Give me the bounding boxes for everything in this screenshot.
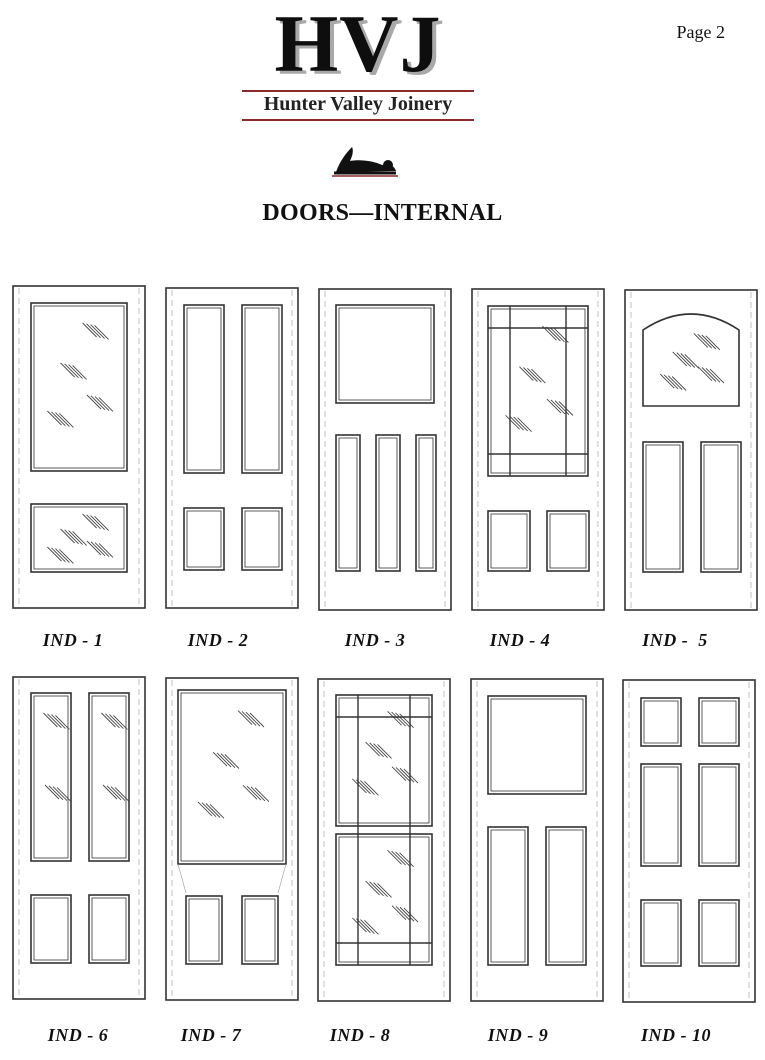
door-frame (165, 287, 299, 609)
door-panel (487, 510, 531, 572)
door-10 (622, 679, 756, 1003)
door-panel (487, 826, 529, 966)
door-panel (546, 510, 590, 572)
door-panel (335, 304, 435, 404)
door-panel (698, 899, 740, 967)
door-panel (642, 441, 684, 573)
door-panel (30, 894, 72, 964)
door-panel (183, 507, 225, 571)
block-plane-icon (332, 147, 398, 177)
door-7 (165, 677, 299, 1001)
glass-panel (30, 692, 72, 862)
door-frame (622, 679, 756, 1003)
glass-panel (30, 302, 128, 472)
door-panel (241, 507, 283, 571)
door-panel (375, 434, 401, 572)
door-panel (698, 697, 740, 747)
logo-monogram: HVJ (274, 0, 442, 89)
door-frame (471, 288, 605, 611)
door-frame (318, 288, 452, 611)
door-label-ind-7: IND - 7 (180, 1025, 242, 1045)
glass-panel (335, 694, 433, 827)
door-2 (165, 287, 299, 609)
door-label-ind-2: IND - 2 (187, 630, 249, 650)
glass-hatch (47, 513, 114, 564)
company-logo: HVJ Hunter Valley Joinery (240, 0, 476, 121)
arched-glass-panel (642, 313, 740, 407)
door-panel (640, 899, 682, 967)
door-label-ind-1: IND - 1 (42, 630, 104, 650)
door-8 (317, 678, 451, 1002)
door-3 (318, 288, 452, 611)
door-panel (640, 697, 682, 747)
page-number: Page 2 (676, 22, 726, 42)
door-6 (12, 676, 146, 1000)
door-5 (624, 289, 758, 611)
door-panel (88, 894, 130, 964)
door-panel (487, 695, 587, 795)
glass-panel (487, 305, 589, 477)
glass-hatch (197, 710, 270, 819)
door-9 (470, 678, 604, 1002)
door-label-ind-6: IND - 6 (47, 1025, 109, 1045)
logo-rule-bottom (242, 119, 474, 121)
door-panel (183, 304, 225, 474)
door-label-ind-9: IND - 9 (487, 1025, 549, 1045)
door-panel (335, 434, 361, 572)
glass-hatch (659, 333, 725, 391)
door-frame (12, 285, 146, 609)
company-name: Hunter Valley Joinery (263, 93, 453, 115)
door-panel (700, 441, 742, 573)
door-1 (12, 285, 146, 609)
glass-panel (30, 503, 128, 573)
door-frame (12, 676, 146, 1000)
door-panel (545, 826, 587, 966)
glass-hatch (352, 710, 419, 796)
door-frame (317, 678, 451, 1002)
door-label-ind-10: IND - 10 (641, 1025, 711, 1045)
door-panel (415, 434, 437, 572)
door-label-ind-5: IND - 5 (642, 630, 708, 650)
glass-panel (177, 689, 287, 865)
door-frame (165, 677, 299, 1001)
door-label-ind-4: IND - 4 (489, 630, 551, 650)
page-title: DOORS—INTERNAL (262, 200, 503, 226)
door-4 (471, 288, 605, 611)
glass-hatch (352, 849, 419, 935)
door-label-ind-8: IND - 8 (329, 1025, 391, 1045)
glass-hatch (101, 712, 130, 802)
glass-hatch (43, 712, 72, 802)
logo-rule-top (242, 90, 474, 92)
door-frame (470, 678, 604, 1002)
door-panel (185, 895, 223, 965)
door-frame (624, 289, 758, 611)
door-panel (640, 763, 682, 867)
glass-hatch (47, 322, 114, 428)
door-panel (698, 763, 740, 867)
door-panel (241, 304, 283, 474)
door-panel (241, 895, 279, 965)
glass-panel (335, 833, 433, 966)
door-label-ind-3: IND - 3 (344, 630, 406, 650)
glass-panel (88, 692, 130, 862)
